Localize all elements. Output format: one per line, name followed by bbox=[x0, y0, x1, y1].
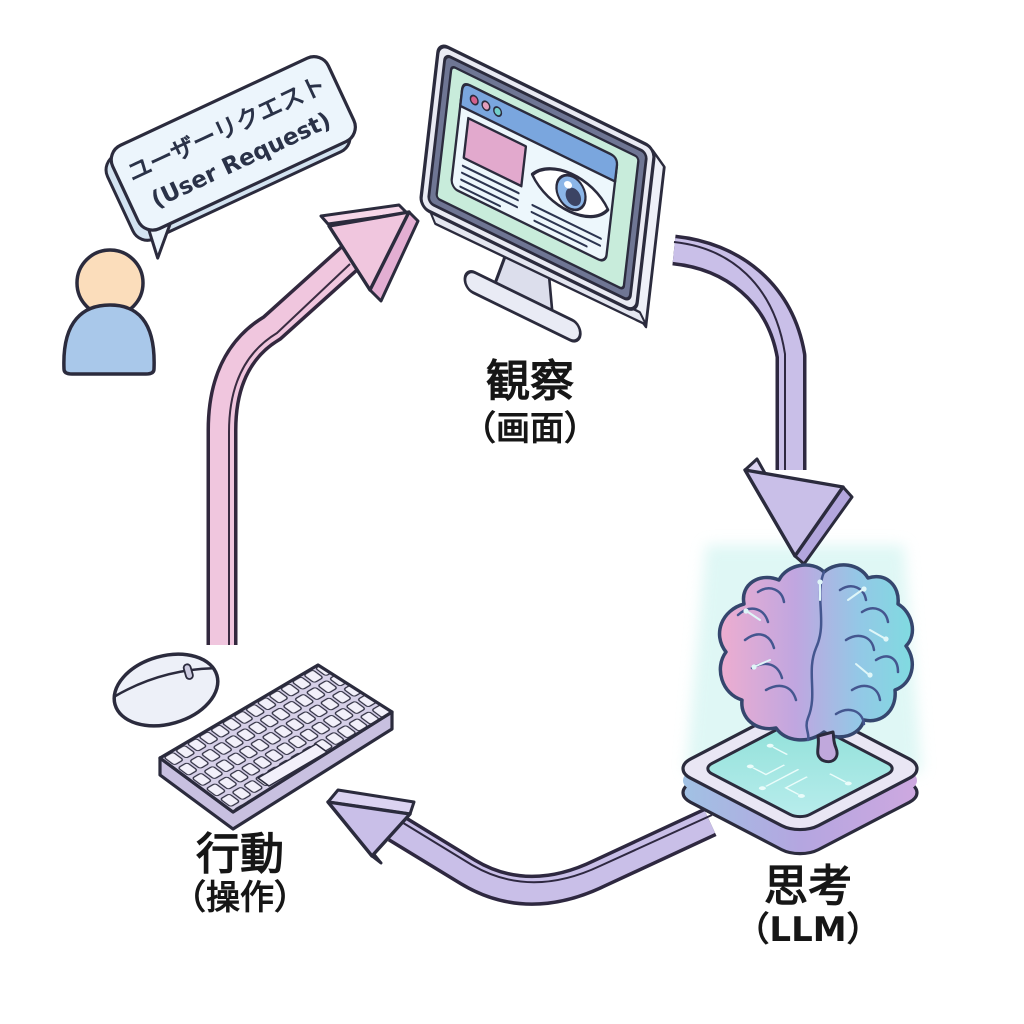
chip-circuit-traces bbox=[752, 746, 847, 795]
brain-folds bbox=[736, 570, 900, 742]
user-body bbox=[62, 303, 156, 376]
arrow-observation-to-thinking bbox=[671, 234, 854, 566]
arrow-action-to-observation bbox=[206, 203, 420, 645]
observation-label: 観察 bbox=[486, 356, 574, 407]
mouse-scroll-wheel bbox=[182, 663, 194, 680]
chip-inner-pad bbox=[702, 718, 898, 820]
chip-trace-dots bbox=[746, 743, 852, 798]
user-icon bbox=[62, 248, 156, 376]
browser-dot-teal bbox=[493, 106, 503, 117]
keyboard-top-face bbox=[160, 665, 392, 812]
monitor-stand-base bbox=[463, 270, 582, 343]
arrow-thinking-to-action bbox=[326, 788, 717, 906]
page-text-lines bbox=[459, 164, 602, 248]
monitor-icon bbox=[419, 44, 666, 343]
eye-icon bbox=[530, 167, 610, 219]
brain-outline bbox=[717, 563, 915, 742]
brain-icon bbox=[717, 563, 915, 764]
page-image-placeholder bbox=[462, 116, 528, 188]
brain-circuit-accents bbox=[747, 583, 885, 675]
keyboard-spacebar bbox=[257, 743, 328, 787]
action-label: 行動 bbox=[196, 829, 284, 880]
chip-icon bbox=[649, 702, 951, 859]
browser-dot-pink bbox=[481, 100, 491, 112]
brain-circuit-dots bbox=[743, 579, 889, 678]
action-sublabel: （操作） bbox=[172, 878, 308, 918]
thinking-label: 思考 bbox=[764, 861, 852, 912]
browser-dot-red bbox=[469, 94, 479, 106]
brain-stem bbox=[816, 730, 839, 764]
mouse-icon bbox=[112, 652, 220, 728]
thinking-sublabel: （LLM） bbox=[735, 910, 880, 950]
observation-sublabel: （画面） bbox=[462, 409, 598, 449]
keyboard-icon bbox=[158, 663, 394, 831]
speech-bubble-body bbox=[109, 55, 357, 232]
